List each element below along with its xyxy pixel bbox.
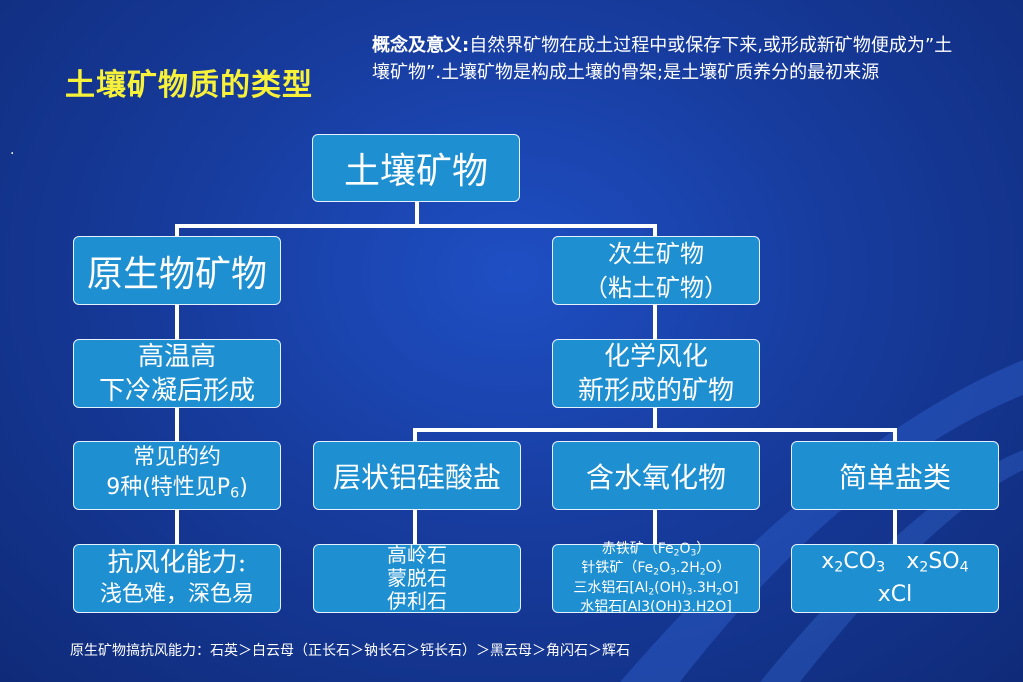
definition-text: 概念及意义:自然界矿物在成土过程中或保存下来,或形成新矿物便成为”土壤矿物”.土… <box>372 32 962 86</box>
node-silicate-examples: 高岭石 蒙脱石 伊利石 <box>313 544 521 613</box>
connector-hydroxide-down <box>653 509 657 546</box>
connector-to-primary <box>175 224 179 238</box>
node-hydroxide-examples: 赤铁矿（Fe2O3） 针铁矿（Fe2O3.2H2O） 三水铝石[Al2(OH)3… <box>552 542 760 614</box>
node-secondary-origin: 化学风化 新形成的矿物 <box>552 339 760 408</box>
node-primary-count: 常见的约 9种(特性见P6) <box>73 441 281 510</box>
node-layered-silicates: 层状铝硅酸盐 <box>313 441 521 510</box>
connector-secondary-origin-down <box>653 406 657 432</box>
definition-body: 自然界矿物在成土过程中或保存下来,或形成新矿物便成为”土壤矿物”.土壤矿物是构成… <box>372 35 953 83</box>
node-primary-origin: 高温高 下冷凝后形成 <box>73 339 281 408</box>
connector-level1-bar <box>175 224 657 228</box>
connector-to-salt <box>893 428 897 442</box>
node-primary-weathering-resistance: 抗风化能力: 浅色难，深色易 <box>73 544 281 613</box>
connector-level3-bar <box>413 428 897 432</box>
footnote-weathering-order: 原生矿物搞抗风能力：石英＞白云母（正长石＞钠长石＞钙长石）＞黑云母＞角闪石＞辉石 <box>70 643 630 659</box>
connector-secondary-down <box>653 303 657 340</box>
connector-to-silicate <box>413 428 417 442</box>
node-salt-examples: x2CO3 x2SO4 xCl <box>791 544 999 613</box>
node-soil-minerals: 土壤矿物 <box>312 134 520 202</box>
slide-title: 土壤矿物质的类型 <box>65 68 313 103</box>
connector-salt-down <box>893 509 897 546</box>
bullet-dot: . <box>10 142 15 158</box>
connector-silicate-down <box>413 509 417 546</box>
connector-root-down <box>415 200 419 227</box>
connector-to-secondary <box>653 224 657 238</box>
definition-label: 概念及意义: <box>372 35 470 56</box>
node-hydrous-oxides: 含水氧化物 <box>552 441 760 510</box>
node-secondary-minerals: 次生矿物 （粘土矿物） <box>552 236 760 305</box>
node-primary-minerals: 原生物矿物 <box>73 236 281 305</box>
node-simple-salts: 简单盐类 <box>791 441 999 510</box>
connector-primary-chain <box>175 303 179 547</box>
